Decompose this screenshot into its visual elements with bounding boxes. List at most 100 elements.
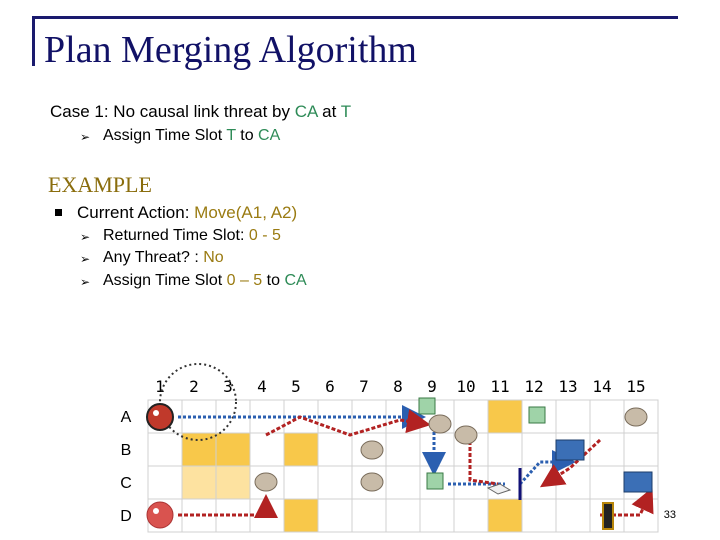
grid-cell [521, 498, 557, 533]
grid-cell [589, 432, 625, 467]
current-action-value: Move(A1, A2) [194, 203, 298, 222]
returned-slot-label: Returned Time Slot: [103, 227, 249, 244]
case-line: Case 1: No causal link threat by CA at T [50, 102, 351, 122]
assign-example-line: Assign Time Slot 0 – 5 to CA [103, 272, 307, 290]
assign-t: T [226, 127, 236, 144]
row-label: A [121, 409, 132, 426]
grid-cell [283, 432, 319, 467]
path-red-3 [539, 438, 602, 488]
path-d-red [178, 494, 278, 518]
column-label: 13 [558, 377, 577, 396]
assign-prefix: Assign Time Slot [103, 127, 227, 144]
row-label: D [120, 508, 132, 525]
assign-example-to: to [262, 272, 285, 289]
grid-cell [419, 498, 455, 533]
monkey-icon [360, 440, 384, 460]
grid-cell [521, 465, 557, 500]
path-red-1 [265, 409, 431, 437]
any-threat-value: No [203, 249, 224, 266]
column-label: 4 [257, 377, 267, 396]
robot-a-icon [146, 403, 174, 431]
grid-cell [283, 498, 319, 533]
case-ca: CA [294, 102, 318, 121]
slide-title: Plan Merging Algorithm [44, 29, 417, 71]
grid-cell [317, 498, 353, 533]
column-label: 12 [524, 377, 543, 396]
column-label: 6 [325, 377, 335, 396]
grid-cell [487, 432, 523, 467]
column-label: 7 [359, 377, 369, 396]
arrow-bullet-icon: ➢ [80, 252, 91, 266]
column-label: 11 [490, 377, 509, 396]
assign-line: Assign Time Slot T to CA [103, 127, 280, 145]
robot-d-eye [153, 508, 159, 514]
grid-cell [589, 399, 625, 434]
column-label: 2 [189, 377, 199, 396]
solar-panel-icon [555, 439, 585, 461]
monkey-icon [624, 407, 648, 427]
grid-cell [215, 432, 251, 467]
monkey-icon [428, 414, 452, 434]
any-threat-line: Any Threat? : No [103, 249, 224, 267]
monkey-icon [360, 472, 384, 492]
assign-ca: CA [258, 127, 281, 144]
assign-example-ca: CA [284, 272, 307, 289]
grid-cell [181, 465, 217, 500]
arrow-bullet-icon: ➢ [80, 230, 91, 244]
column-label: 5 [291, 377, 301, 396]
grid-cell [317, 432, 353, 467]
page-number: 33 [663, 509, 676, 521]
robot-a-eye [153, 410, 159, 416]
returned-slot-value: 0 - 5 [248, 227, 281, 244]
title-frame-left [32, 16, 35, 66]
grid-cell [453, 498, 489, 533]
grid-cell [385, 498, 421, 533]
square-bullet-icon [55, 209, 62, 216]
column-label: 3 [223, 377, 233, 396]
grid-cell [249, 432, 285, 467]
case-at: at [317, 102, 341, 121]
solar-panel-icon [623, 471, 653, 493]
path-red-2 [468, 435, 499, 486]
current-action-label: Current Action: [77, 203, 195, 222]
row-label: C [120, 475, 132, 492]
column-label: 14 [592, 377, 611, 396]
column-label: 10 [456, 377, 475, 396]
case-prefix: Case 1: No causal link threat by [50, 102, 295, 121]
column-label: 15 [626, 377, 645, 396]
grid-cell [351, 498, 387, 533]
title-frame-top [32, 16, 678, 19]
crate-icon [426, 472, 444, 490]
column-label: 9 [427, 377, 437, 396]
column-label: 1 [155, 377, 165, 396]
assign-example-prefix: Assign Time Slot [103, 272, 227, 289]
grid-cell [555, 399, 591, 434]
current-action-line: Current Action: Move(A1, A2) [77, 203, 297, 223]
grid-cell [555, 498, 591, 533]
grid-cell [623, 432, 659, 467]
grid-cell [385, 432, 421, 467]
grid-cell [487, 498, 523, 533]
grid-cell [317, 465, 353, 500]
monkey-icon [254, 472, 278, 492]
grid-cell [215, 465, 251, 500]
flag-icon [486, 483, 512, 495]
assign-example-slot: 0 – 5 [226, 272, 263, 289]
monkey-icon [454, 425, 478, 445]
merge-region-circle [159, 363, 237, 441]
any-threat-label: Any Threat? : [103, 249, 204, 266]
case-t: T [340, 102, 352, 121]
grid-cell [419, 432, 455, 467]
returned-slot-line: Returned Time Slot: 0 - 5 [103, 227, 281, 245]
grid-cell [589, 465, 625, 500]
grid-cell [147, 432, 183, 467]
crate-icon [418, 397, 436, 415]
arrow-bullet-icon: ➢ [80, 275, 91, 289]
assign-to: to [235, 127, 259, 144]
grid-cell [623, 498, 659, 533]
example-heading: EXAMPLE [48, 172, 152, 197]
robot-d-icon [146, 501, 174, 529]
grid-cell [555, 465, 591, 500]
arrow-bullet-icon: ➢ [80, 130, 91, 144]
